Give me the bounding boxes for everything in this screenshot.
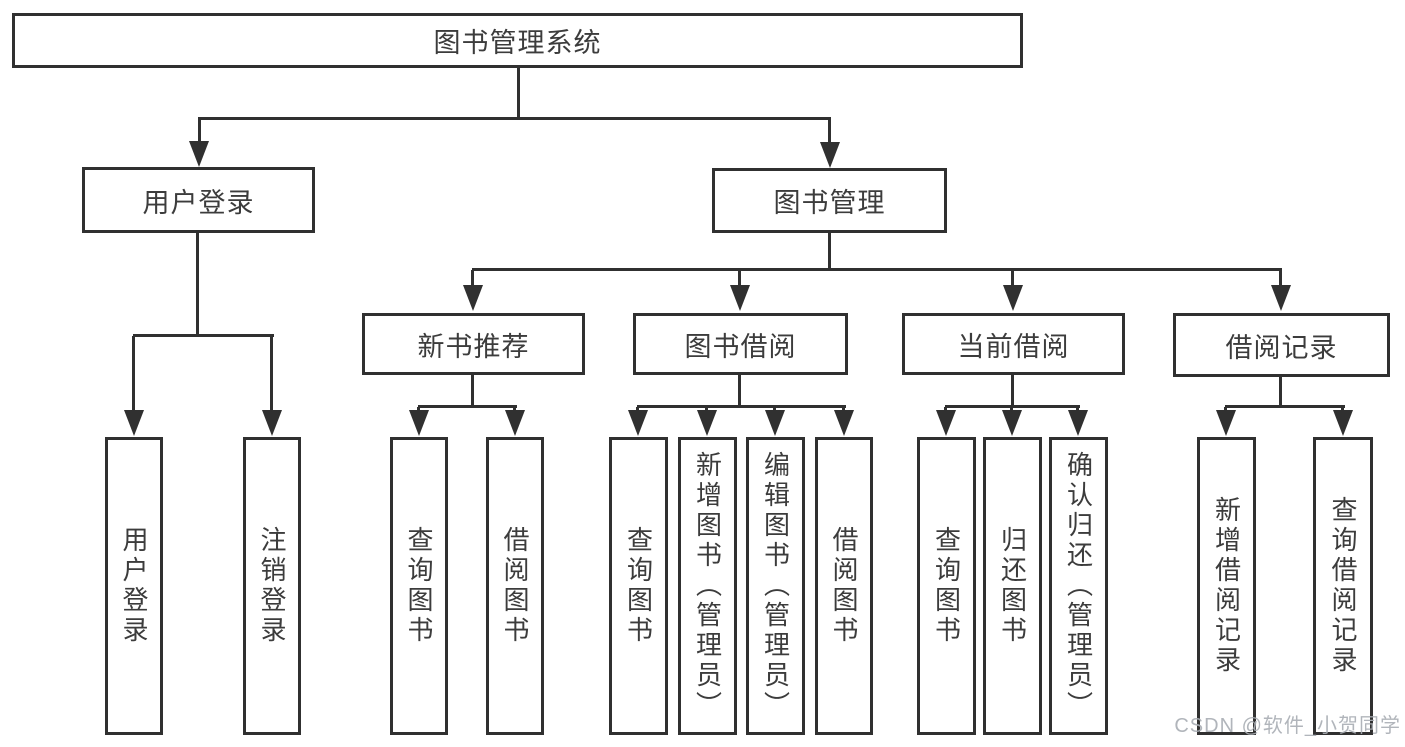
arrow-down-icon [1003,285,1023,311]
edge-current-stem [1011,375,1014,407]
edge-borrowing-bar [637,405,846,408]
node-book-borrowing-label: 图书借阅 [684,331,797,362]
node-root-label: 图书管理系统 [433,28,602,58]
edge-root-drop-user-login [198,119,201,145]
edge-recommend-bar [418,405,517,408]
leaf-query-borrow-record-label: 查询借阅记录 [1328,496,1358,676]
node-borrowing-records: 借阅记录 [1173,313,1390,377]
leaf-user-login: 用户登录 [105,437,163,735]
node-new-book-recommend: 新书推荐 [362,313,585,375]
arrow-down-icon [124,410,144,436]
arrow-down-icon [936,410,956,436]
edge-current-bar [945,405,1080,408]
csdn-watermark: CSDN @软件_小贺同学 [1174,715,1401,737]
arrow-down-icon [463,285,483,311]
edge-bm-drop-borrowing [738,270,741,288]
arrow-down-icon [1216,410,1236,436]
leaf-confirm-return-admin-label: 确认归还（管理员） [1063,451,1094,721]
edge-user-login-stem [196,233,199,337]
leaf-add-borrow-record: 新增借阅记录 [1197,437,1256,735]
edge-user-login-bar [133,334,274,337]
arrow-down-icon [697,410,717,436]
node-book-management: 图书管理 [712,168,947,233]
edge-records-stem [1279,377,1282,407]
leaf-query-books-current: 查询图书 [917,437,976,735]
leaf-edit-books-admin-label: 编辑图书（管理员） [760,451,791,721]
edge-user-login-drop-2 [270,336,273,414]
leaf-edit-books-admin: 编辑图书（管理员） [746,437,805,735]
arrow-down-icon [1271,285,1291,311]
arrow-down-icon [1002,410,1022,436]
edge-book-management-stem [828,233,831,271]
node-current-borrowing-label: 当前借阅 [957,331,1070,362]
edge-root-stem [517,68,520,120]
leaf-borrow-books-label: 借阅图书 [829,526,859,646]
edge-book-management-bar [472,268,1282,271]
leaf-borrow-books-recommend-label: 借阅图书 [500,526,530,646]
leaf-query-books-recommend: 查询图书 [390,437,448,735]
node-book-management-label: 图书管理 [773,188,886,218]
edge-borrowing-stem [738,375,741,407]
leaf-logout: 注销登录 [243,437,301,735]
leaf-add-books-admin: 新增图书（管理员） [678,437,737,735]
node-user-login-label: 用户登录 [142,187,255,218]
node-new-book-recommend-label: 新书推荐 [417,331,530,362]
edge-recommend-stem [471,375,474,407]
edge-records-bar [1225,405,1345,408]
arrow-down-icon [834,410,854,436]
arrow-down-icon [189,141,209,167]
leaf-confirm-return-admin: 确认归还（管理员） [1049,437,1108,735]
leaf-borrow-books: 借阅图书 [815,437,873,735]
edge-bm-drop-recommend [471,270,474,288]
leaf-query-borrow-record: 查询借阅记录 [1313,437,1373,735]
leaf-logout-label: 注销登录 [257,526,287,646]
leaf-user-login-label: 用户登录 [119,526,149,646]
leaf-query-books-recommend-label: 查询图书 [404,526,434,646]
leaf-return-books-label: 归还图书 [997,526,1028,646]
node-user-login: 用户登录 [82,167,315,233]
node-book-borrowing: 图书借阅 [633,313,848,375]
leaf-borrow-books-recommend: 借阅图书 [486,437,544,735]
arrow-down-icon [409,410,429,436]
arrow-down-icon [1333,410,1353,436]
edge-bm-drop-current [1011,270,1014,288]
node-root: 图书管理系统 [12,13,1023,68]
arrow-down-icon [1068,410,1088,436]
edge-root-drop-book-management [828,119,831,146]
arrow-down-icon [262,410,282,436]
node-borrowing-records-label: 借阅记录 [1225,332,1338,363]
leaf-return-books: 归还图书 [983,437,1042,735]
edge-root-bar [198,117,831,120]
leaf-add-books-admin-label: 新增图书（管理员） [692,451,723,721]
arrow-down-icon [730,285,750,311]
arrow-down-icon [765,410,785,436]
edge-user-login-drop-1 [132,336,135,414]
arrow-down-icon [820,142,840,168]
arrow-down-icon [505,410,525,436]
leaf-add-borrow-record-label: 新增借阅记录 [1211,496,1242,676]
edge-bm-drop-records [1279,270,1282,288]
arrow-down-icon [628,410,648,436]
leaf-query-books-current-label: 查询图书 [931,526,962,646]
leaf-query-books-borrowing: 查询图书 [609,437,668,735]
leaf-query-books-borrowing-label: 查询图书 [623,526,654,646]
node-current-borrowing: 当前借阅 [902,313,1125,375]
